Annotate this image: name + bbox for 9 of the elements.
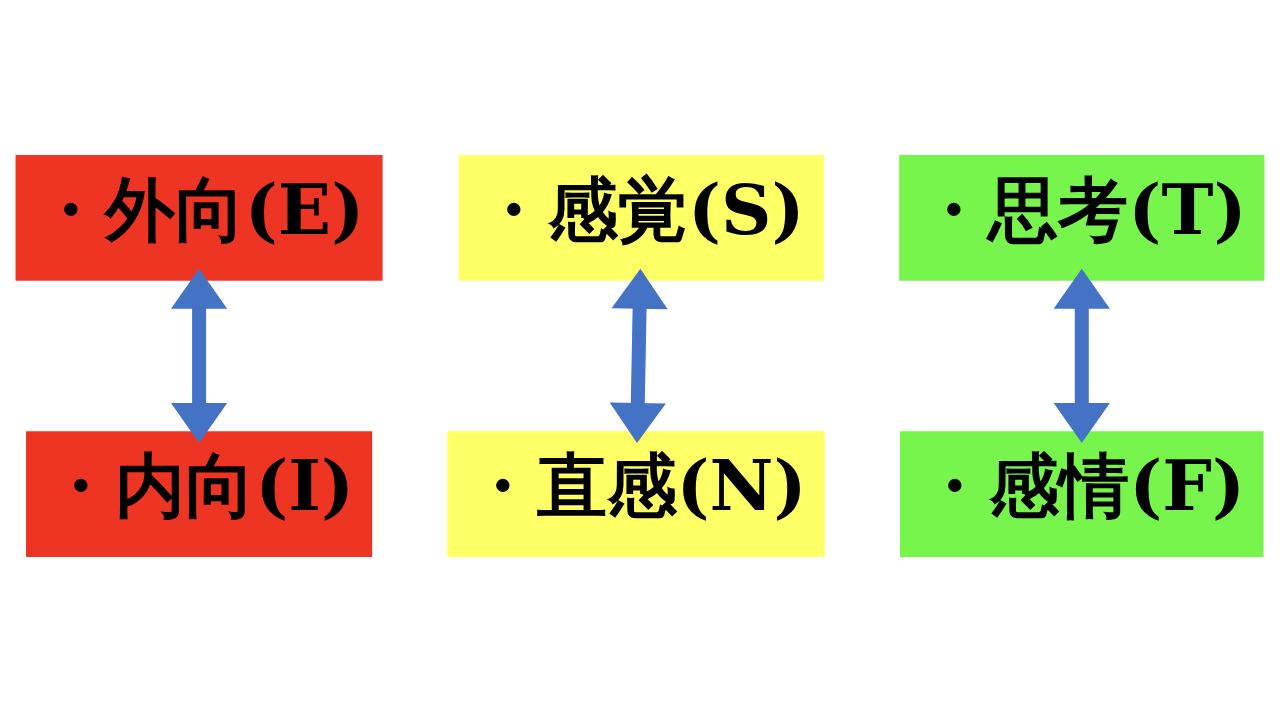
arrow	[171, 268, 228, 443]
node-box: ・感情(F)	[900, 430, 1264, 557]
node-box: ・内向(I)	[26, 430, 373, 557]
node-box: ・思考(T)	[899, 154, 1265, 281]
arrow	[609, 268, 668, 443]
arrow	[1053, 268, 1110, 443]
node-box: ・感覚(S)	[458, 154, 824, 281]
node-box: ・外向(E)	[15, 154, 383, 281]
node-box: ・直感(N)	[447, 430, 825, 557]
